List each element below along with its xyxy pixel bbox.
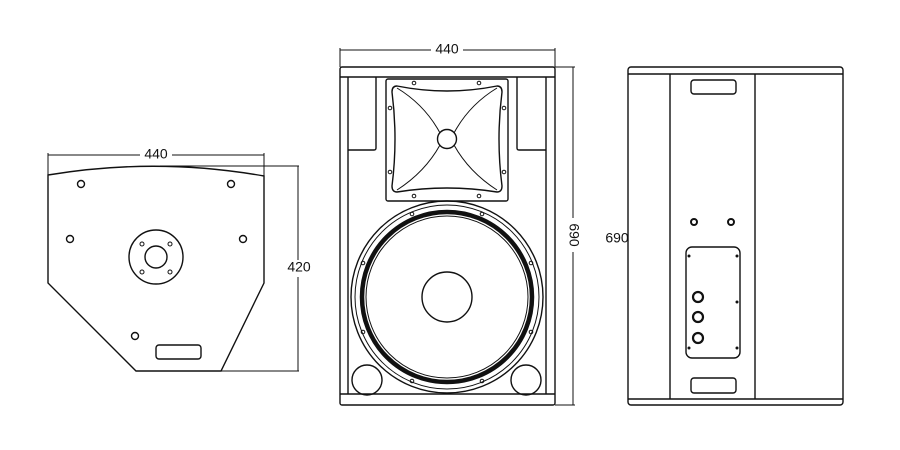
front-view: 440 (339, 41, 582, 406)
connector-plate (685, 246, 741, 359)
pole-mount-plate-icon (128, 229, 184, 285)
top-depth-label: 420 (287, 259, 311, 275)
handle-icon (690, 377, 737, 394)
speakon-connector-icon (691, 290, 705, 345)
front-width-dimension: 440 (339, 41, 556, 67)
top-width-label: 440 (144, 146, 168, 162)
rear-height-label: 690 (605, 230, 629, 246)
horn-icon (385, 78, 509, 202)
rear-view: 690 (605, 66, 844, 406)
handle-icon (690, 79, 737, 95)
mount-hole-icon (690, 218, 698, 226)
port-icon (351, 364, 383, 396)
woofer-icon (350, 200, 544, 394)
top-view: 440 420 (47, 146, 316, 372)
top-depth-dimension: 420 (160, 165, 316, 372)
top-outline (47, 165, 265, 372)
port-icon (510, 364, 542, 396)
front-height-label: 690 (566, 223, 582, 247)
front-height-dimension: 690 (555, 66, 582, 406)
front-cabinet (339, 66, 556, 406)
mount-hole-icon (65, 179, 248, 341)
front-width-label: 440 (435, 41, 459, 57)
top-width-dimension: 440 (47, 146, 265, 176)
mount-hole-icon (727, 218, 735, 226)
rear-cabinet (627, 66, 844, 406)
handle-icon (155, 344, 202, 360)
